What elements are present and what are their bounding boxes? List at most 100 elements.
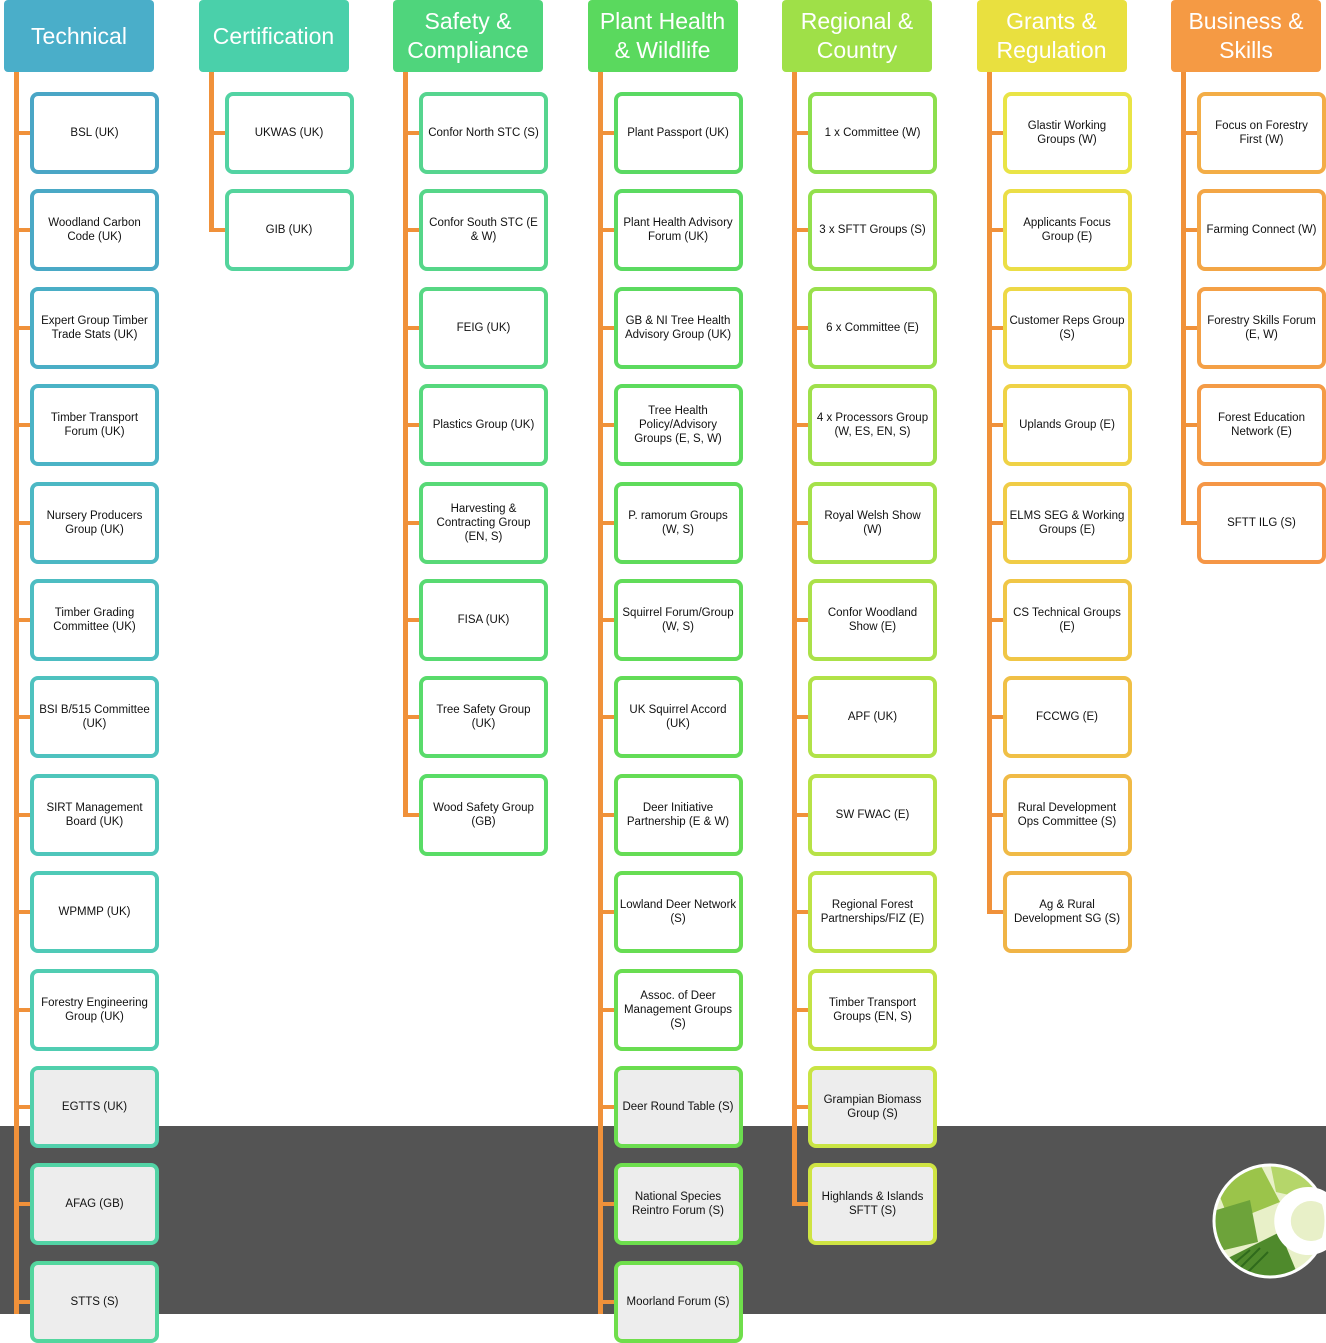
group-box: GB & NI Tree Health Advisory Group (UK): [613, 286, 743, 369]
group-label: Deer Round Table (S): [622, 1101, 734, 1113]
column-header-safety-and-compliance: Safety & Compliance: [393, 0, 543, 72]
column-header-label: Technical: [31, 22, 127, 49]
group-label: SIRT Management Board (UK): [46, 801, 143, 828]
group-box: AFAG (GB): [30, 1163, 159, 1246]
group-box: Lowland Deer Network (S): [613, 871, 743, 954]
connector-branch: [792, 228, 816, 233]
group-label: GB & NI Tree Health Advisory Group (UK): [624, 314, 732, 341]
connector-branch: [986, 423, 1011, 428]
connector-branch: [14, 520, 38, 525]
connector-branch: [403, 812, 427, 817]
connector-branch: [597, 131, 622, 135]
column-header-label: Business & Skills: [1188, 8, 1304, 63]
connector-spine: [792, 72, 797, 1207]
group-box: Moorland Forum (S): [613, 1260, 743, 1343]
group-box: 4 x Processors Group (W, ES, EN, S): [808, 384, 937, 467]
connector-branch: [792, 325, 816, 330]
group-label: GIB (UK): [265, 224, 313, 237]
connector-branch: [792, 812, 816, 817]
connector-branch: [1181, 131, 1205, 135]
group-box: FISA (UK): [419, 579, 548, 661]
connector-branch: [597, 520, 622, 525]
group-label: EGTTS (UK): [61, 1101, 128, 1113]
group-box: CS Technical Groups (E): [1002, 579, 1132, 661]
group-label: Timber Transport Groups (EN, S): [828, 996, 917, 1023]
group-label: National Species Reintro Forum (S): [631, 1191, 725, 1218]
connector-branch: [986, 715, 1011, 720]
group-label: Royal Welsh Show (W): [824, 509, 921, 536]
group-label: Applicants Focus Group (E): [1023, 217, 1111, 244]
group-box: Deer Initiative Partnership (E & W): [613, 773, 743, 856]
group-box: STTS (S): [30, 1260, 159, 1343]
group-box: Customer Reps Group (S): [1002, 286, 1132, 369]
connector-branch: [208, 228, 233, 233]
connector-branch: [597, 325, 622, 330]
connector-branch: [597, 1105, 622, 1109]
connector-branch: [986, 228, 1011, 233]
connector-branch: [403, 325, 427, 330]
group-label: 3 x SFTT Groups (S): [819, 224, 926, 237]
connector-branch: [14, 131, 38, 135]
group-box: Plant Health Advisory Forum (UK): [613, 189, 743, 272]
connector-branch: [403, 423, 427, 428]
connector-branch: [14, 618, 38, 622]
group-label: Plastics Group (UK): [432, 419, 535, 432]
connector-branch: [1181, 325, 1205, 330]
connector-branch: [14, 715, 38, 720]
group-box: Expert Group Timber Trade Stats (UK): [30, 286, 159, 369]
group-label: Confor North STC (S): [428, 127, 539, 139]
group-box: UK Squirrel Accord (UK): [613, 676, 743, 759]
group-box: UKWAS (UK): [224, 92, 354, 174]
connector-branch: [597, 423, 622, 428]
connector-branch: [403, 618, 427, 622]
group-label: Highlands & Islands SFTT (S): [821, 1191, 924, 1218]
group-box: Forestry Engineering Group (UK): [30, 968, 159, 1051]
connector-branch: [792, 131, 816, 135]
group-label: 4 x Processors Group (W, ES, EN, S): [816, 412, 929, 439]
group-label: Rural Development Ops Committee (S): [1017, 801, 1117, 828]
group-label: FISA (UK): [457, 614, 510, 626]
connector-branch: [1181, 520, 1205, 525]
group-label: Squirrel Forum/Group (W, S): [622, 607, 734, 633]
group-label: STTS (S): [70, 1295, 119, 1308]
group-box: Nursery Producers Group (UK): [30, 481, 159, 564]
group-label: Tree Health Policy/Advisory Groups (E, S…: [634, 405, 722, 446]
group-label: Forest Education Network (E): [1218, 412, 1305, 439]
group-label: Deer Initiative Partnership (E & W): [626, 801, 730, 828]
group-box: Farming Connect (W): [1197, 189, 1326, 272]
connector-branch: [597, 1007, 622, 1012]
group-box: 3 x SFTT Groups (S): [808, 189, 937, 272]
group-label: P. ramorum Groups (W, S): [628, 509, 728, 536]
group-label: ELMS SEG & Working Groups (E): [1009, 509, 1125, 536]
group-label: Grampian Biomass Group (S): [823, 1094, 922, 1120]
connector-branch: [403, 228, 427, 233]
group-label: Nursery Producers Group (UK): [46, 509, 143, 536]
connector-spine: [14, 72, 19, 1314]
group-box: Confor North STC (S): [419, 92, 548, 174]
column-header-technical: Technical: [4, 0, 154, 72]
group-box: BSL (UK): [30, 92, 159, 174]
group-label: BSL (UK): [70, 127, 119, 139]
connector-branch: [792, 715, 816, 720]
group-label: UK Squirrel Accord (UK): [629, 704, 727, 731]
group-label: UKWAS (UK): [254, 127, 324, 139]
group-label: Confor Woodland Show (E): [827, 607, 918, 633]
group-box: Squirrel Forum/Group (W, S): [613, 579, 743, 661]
group-label: Glastir Working Groups (W): [1027, 120, 1107, 146]
connector-branch: [14, 812, 38, 817]
column-header-certification: Certification: [198, 0, 349, 72]
group-box: Assoc. of Deer Management Groups (S): [613, 968, 743, 1051]
group-box: Tree Safety Group (UK): [419, 676, 548, 759]
group-label: APF (UK): [847, 711, 898, 724]
group-box: SW FWAC (E): [808, 773, 937, 856]
group-box: Timber Transport Groups (EN, S): [808, 968, 937, 1051]
connector-branch: [403, 131, 427, 135]
connector-branch: [403, 715, 427, 720]
connector-branch: [986, 325, 1011, 330]
connector-branch: [792, 520, 816, 525]
